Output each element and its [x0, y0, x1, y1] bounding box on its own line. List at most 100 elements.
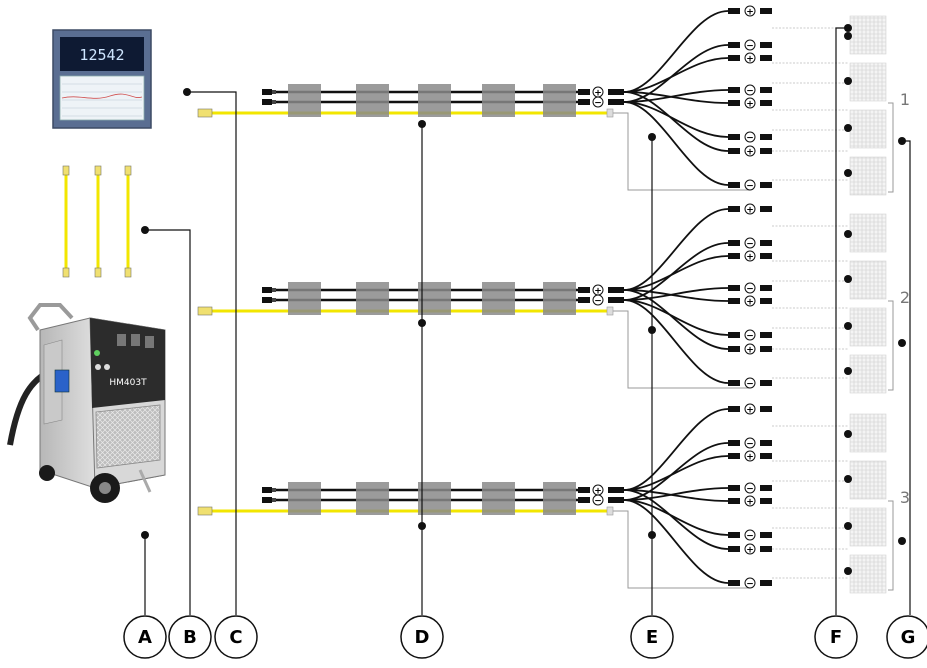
branch-connector [728, 182, 740, 188]
callout-e: E [630, 615, 674, 659]
minus-sign-label: − [746, 284, 754, 294]
branch-connector [728, 240, 740, 246]
heater-pad [356, 282, 389, 315]
minus-sign-label: − [746, 579, 754, 589]
leader-b-dot [141, 226, 149, 234]
group-number-label: 3 [900, 488, 910, 507]
heating-circuit-1: 1+−+−+−+−+− [197, 5, 910, 196]
plus-polarity-icon [744, 250, 756, 262]
branch-cable [623, 10, 729, 93]
spare-thermocouple-2 [94, 165, 102, 278]
branch-connector [728, 406, 740, 412]
minus-polarity-icon [592, 96, 604, 108]
minus-polarity-icon [744, 179, 756, 191]
leader-e-dot [648, 133, 656, 141]
leader-e-dot [648, 326, 656, 334]
branch-connector [728, 532, 740, 538]
heater-pad [356, 84, 389, 117]
ceramic-heating-mat [849, 413, 887, 453]
heater-pad [288, 482, 321, 515]
cable-connector [262, 99, 272, 105]
branch-connector [760, 380, 772, 386]
branch-connector [728, 332, 740, 338]
branch-cable [623, 299, 729, 384]
cable-connector-pin [272, 488, 276, 492]
branch-connector [728, 580, 740, 586]
minus-sign-label: − [746, 133, 754, 143]
mat-terminal-dot [844, 275, 852, 283]
branch-connector [728, 498, 740, 504]
plus-sign-label: + [746, 7, 754, 17]
minus-polarity-icon [592, 494, 604, 506]
plus-sign-label: + [746, 54, 754, 64]
thermocouple-plug [124, 165, 132, 176]
branch-connector [728, 42, 740, 48]
cable-connector [262, 487, 272, 493]
minus-sign-label: − [746, 379, 754, 389]
cable-connector [262, 297, 272, 303]
plus-sign-label: + [594, 286, 602, 296]
heater-pad [288, 84, 321, 117]
group-bracket [888, 102, 894, 193]
heating-circuit-2: 2+−+−+−+−+− [197, 203, 910, 394]
plus-polarity-icon [744, 403, 756, 415]
callout-circle [886, 615, 927, 659]
splitter-connector [608, 497, 624, 503]
plus-sign-label: + [594, 88, 602, 98]
splitter-connector [608, 287, 624, 293]
callout-label: B [183, 627, 197, 648]
branch-connector [760, 55, 772, 61]
callout-g: G [886, 615, 927, 659]
ceramic-heating-mat [849, 554, 887, 594]
minus-polarity-icon [744, 482, 756, 494]
mat-terminal-dot [844, 169, 852, 177]
minus-sign-label: − [746, 86, 754, 96]
callout-label: E [646, 627, 658, 648]
branch-cable [623, 101, 729, 186]
branch-connector [728, 546, 740, 552]
branch-connector [760, 285, 772, 291]
callout-label: C [229, 627, 242, 648]
plus-sign-label: + [746, 452, 754, 462]
minus-polarity-icon [744, 577, 756, 589]
mat-terminal-dot [844, 77, 852, 85]
branch-connector [760, 87, 772, 93]
callout-circle [630, 615, 674, 659]
leader-b [145, 229, 191, 615]
plus-polarity-icon [744, 495, 756, 507]
branch-cable [623, 57, 729, 93]
plus-sign-label: + [746, 252, 754, 262]
branch-connector [760, 148, 772, 154]
branch-connector [728, 440, 740, 446]
cable-connector [578, 89, 590, 95]
heater-pad [418, 482, 451, 515]
minus-polarity-icon [744, 39, 756, 51]
mat-terminal-dot [844, 430, 852, 438]
minus-polarity-icon [744, 377, 756, 389]
heating-circuit-3: 3+−+−+−+−+− [197, 403, 910, 594]
ceramic-mat-stack [849, 413, 887, 594]
minus-polarity-icon [744, 282, 756, 294]
callout-label: G [901, 627, 916, 648]
leader-g-dot [898, 537, 906, 545]
plus-sign-label: + [746, 147, 754, 157]
mat-terminal-dot [844, 367, 852, 375]
minus-polarity-icon [744, 529, 756, 541]
mat-terminal-dot [844, 230, 852, 238]
thermocouple-plug [197, 108, 213, 118]
ceramic-mat-stack [849, 213, 887, 394]
callout-d: D [400, 615, 444, 659]
cable-connector [262, 287, 272, 293]
branch-cable [623, 499, 729, 536]
minus-polarity-icon [744, 437, 756, 449]
branch-cable [623, 91, 729, 104]
minus-sign-label: − [594, 296, 602, 306]
cable-connector [578, 487, 590, 493]
temperature-recorder: 12542 [52, 29, 152, 129]
branch-cable [623, 208, 729, 291]
cable-connector-pin [272, 298, 276, 302]
branch-connector [760, 134, 772, 140]
spare-thermocouples [62, 165, 132, 278]
branch-connector [728, 206, 740, 212]
